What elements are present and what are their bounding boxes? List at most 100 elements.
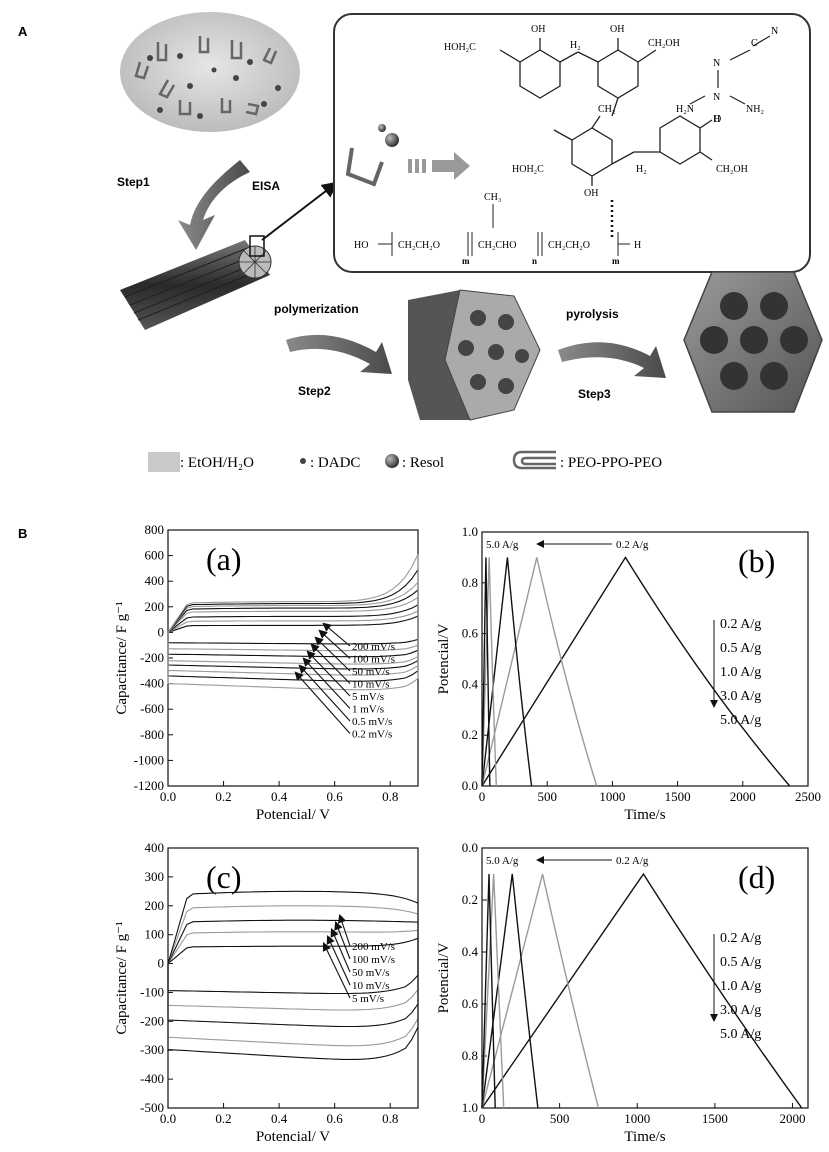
current-density-label: 3.0 A/g: [720, 689, 761, 704]
svg-text:N: N: [713, 58, 720, 69]
plot-frame: [481, 531, 809, 787]
current-density-label: 0.2 A/g: [720, 617, 761, 632]
current-density-label: 0.5 A/g: [720, 641, 761, 656]
current-density-label: 3.0 A/g: [720, 1003, 761, 1018]
svg-text:O: O: [714, 114, 721, 125]
x-tick-label: 0.8: [382, 1111, 398, 1126]
svg-text:H₂: H₂: [636, 164, 647, 175]
gcd-curve: [481, 556, 791, 787]
copolymer-icon: [512, 450, 556, 470]
current-density-label: 0.5 A/g: [720, 955, 761, 970]
scan-rate-arrow: [318, 629, 351, 659]
x-tick-label: 0.6: [327, 1111, 344, 1126]
svg-text:OH: OH: [584, 188, 598, 199]
chemistry-inset: OH OH HOH₂C H₂ CH₂OH CH₂ O HOH₂C H₂ CH₂O…: [333, 13, 811, 273]
copolymer-molecule-icon: [345, 147, 384, 187]
svg-text:n: n: [532, 256, 537, 266]
y-tick-label: 0: [158, 624, 165, 639]
resol-sphere-icon: [385, 454, 399, 468]
annotation-right: 0.2 A/g: [616, 855, 649, 867]
step2-label: Step2: [298, 384, 331, 398]
svg-text:CH₂OH: CH₂OH: [716, 164, 748, 175]
y-tick-label: 0.0: [462, 778, 478, 793]
y-tick-label: -300: [140, 1042, 164, 1057]
y-tick-label: 0.2: [462, 727, 478, 742]
x-tick-label: 0.2: [215, 789, 231, 804]
dadc-dot-icon: [300, 458, 306, 464]
y-tick-label: 100: [145, 927, 165, 942]
step2-arrow: [286, 334, 392, 374]
step3-arrow: [558, 342, 666, 378]
scan-rate-label: 100 mV/s: [352, 654, 395, 666]
y-tick-label: 600: [145, 548, 165, 563]
x-tick-label: 0: [479, 1111, 486, 1126]
y-tick-label: 0.4: [462, 676, 479, 691]
y-tick-label: 400: [145, 840, 165, 855]
legend-label-copolymer: : PEO-PPO-PEO: [560, 455, 662, 471]
y-tick-label: -400: [140, 1071, 164, 1086]
x-tick-label: 500: [550, 1111, 570, 1126]
y-tick-label: 400: [145, 573, 165, 588]
y-tick-label: -400: [140, 676, 164, 691]
y-tick-label: 0.8: [462, 575, 478, 590]
svg-text:C: C: [751, 38, 758, 49]
x-tick-label: 0.0: [160, 789, 176, 804]
scan-rate-label: 1 mV/s: [352, 704, 384, 716]
svg-text:CH₂: CH₂: [598, 104, 615, 115]
y-tick-label: 0.4: [462, 944, 479, 959]
x-tick-label: 0.4: [271, 1111, 288, 1126]
y-tick-label: 1.0: [462, 524, 478, 539]
cv-loop: [167, 615, 419, 645]
gcd-curve: [481, 872, 803, 1109]
current-density-label: 0.2 A/g: [720, 931, 761, 946]
gcd-curve: [481, 557, 491, 787]
y-tick-label: 0.8: [462, 1048, 478, 1063]
svg-text:CH₂CHO: CH₂CHO: [478, 240, 517, 251]
legend-label-solvent: : EtOH/H₂O: [180, 455, 254, 471]
y-tick-label: 200: [145, 599, 165, 614]
step1-label: Step1: [117, 175, 150, 189]
scan-rate-label: 200 mV/s: [352, 941, 395, 953]
scan-rate-arrow: [294, 671, 351, 734]
x-tick-label: 0.4: [271, 789, 288, 804]
y-tick-label: 300: [145, 869, 165, 884]
y-tick-label: 0: [158, 956, 165, 971]
y-tick-label: -200: [140, 650, 164, 665]
mesoporous-carbon-hexagon: [683, 271, 823, 413]
x-tick-label: 1000: [599, 789, 625, 804]
svg-text:NH₂: NH₂: [746, 104, 764, 115]
scan-rate-arrow: [302, 657, 351, 709]
svg-text:HOH₂C: HOH₂C: [444, 42, 476, 53]
y-axis-label: Capacitance/ F g⁻¹: [114, 601, 130, 714]
gcd-curve: [481, 873, 539, 1109]
scan-rate-arrow: [298, 664, 351, 722]
y-axis-label: Potencial/V: [436, 942, 452, 1013]
legend: : EtOH/H₂O : DADC : Resol : PEO-PPO-PEO: [148, 450, 662, 472]
scan-rate-label: 10 mV/s: [352, 980, 390, 992]
svg-text:H₂: H₂: [570, 40, 581, 51]
cv-loop: [167, 554, 419, 691]
y-tick-label: -1200: [134, 778, 164, 793]
y-tick-label: 800: [145, 522, 165, 537]
x-tick-label: 1500: [665, 789, 691, 804]
current-density-label: 1.0 A/g: [720, 665, 761, 680]
scan-rate-arrow: [322, 622, 351, 647]
y-tick-label: -100: [140, 984, 164, 999]
zoom-arrow: [261, 181, 339, 241]
y-tick-label: 0.2: [462, 892, 478, 907]
svg-text:CH₃: CH₃: [484, 192, 501, 203]
annotation-left: 5.0 A/g: [486, 855, 519, 867]
current-density-label: 5.0 A/g: [720, 1027, 761, 1042]
x-axis-label: Potencial/ V: [256, 807, 330, 823]
scan-rate-label: 10 mV/s: [352, 679, 390, 691]
x-tick-label: 2000: [730, 789, 756, 804]
micelle-rod-bundle: [120, 235, 272, 330]
legend-label-dadc: : DADC: [310, 455, 360, 471]
panel-label-b: B: [18, 526, 27, 541]
gcd-curve: [481, 557, 598, 787]
gcd-curve: [481, 873, 496, 1109]
pyrolysis-label: pyrolysis: [566, 307, 619, 321]
